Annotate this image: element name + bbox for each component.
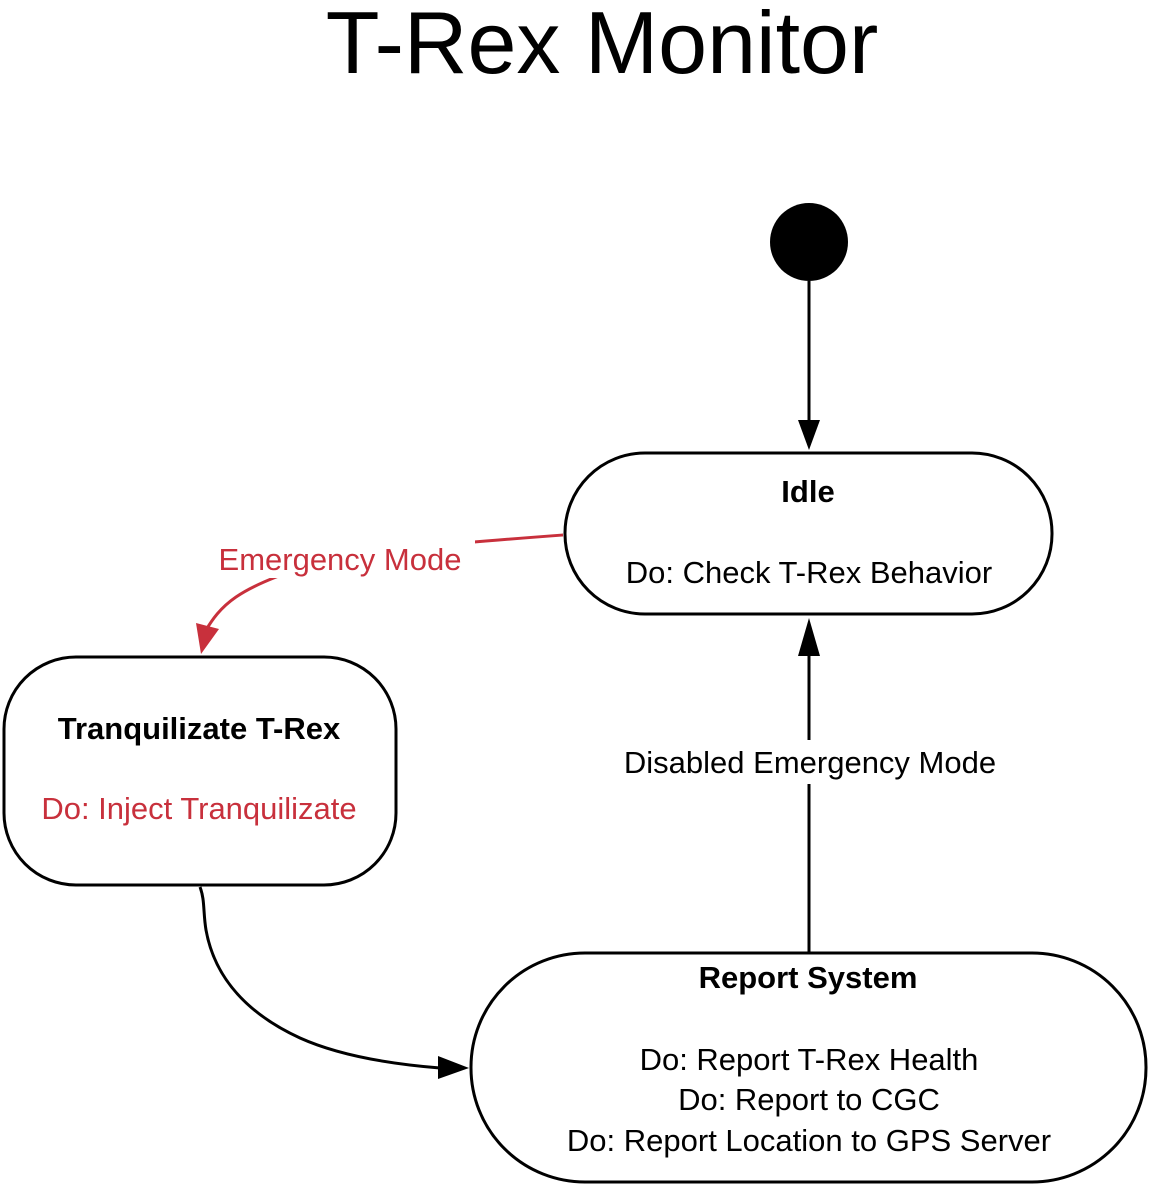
state-idle: Idle Do: Check T-Rex Behavior: [563, 451, 1054, 616]
diagram-title: T-Rex Monitor: [326, 0, 879, 92]
initial-transition-arrow: [798, 281, 820, 450]
state-report-name: Report System: [699, 960, 918, 995]
state-idle-action: Do: Check T-Rex Behavior: [626, 555, 992, 590]
disabled-emergency-mode-label: Disabled Emergency Mode: [624, 745, 996, 780]
state-tranquilize-name: Tranquilizate T-Rex: [58, 711, 341, 746]
tranquilize-to-report-arrow: [198, 886, 469, 1079]
emergency-mode-label: Emergency Mode: [219, 542, 462, 577]
state-tranquilize-action: Do: Inject Tranquilizate: [41, 791, 356, 826]
state-report-action-health: Do: Report T-Rex Health: [640, 1042, 979, 1077]
state-tranquilize: Tranquilizate T-Rex Do: Inject Tranquili…: [2, 655, 398, 887]
state-report-action-cgc: Do: Report to CGC: [678, 1082, 940, 1117]
state-report-action-gps: Do: Report Location to GPS Server: [567, 1123, 1051, 1158]
state-report-system: Report System Do: Report T-Rex Health Do…: [469, 951, 1148, 1184]
initial-state-node: [770, 203, 848, 281]
report-to-idle-arrow: [798, 618, 820, 952]
state-idle-name: Idle: [781, 474, 834, 509]
